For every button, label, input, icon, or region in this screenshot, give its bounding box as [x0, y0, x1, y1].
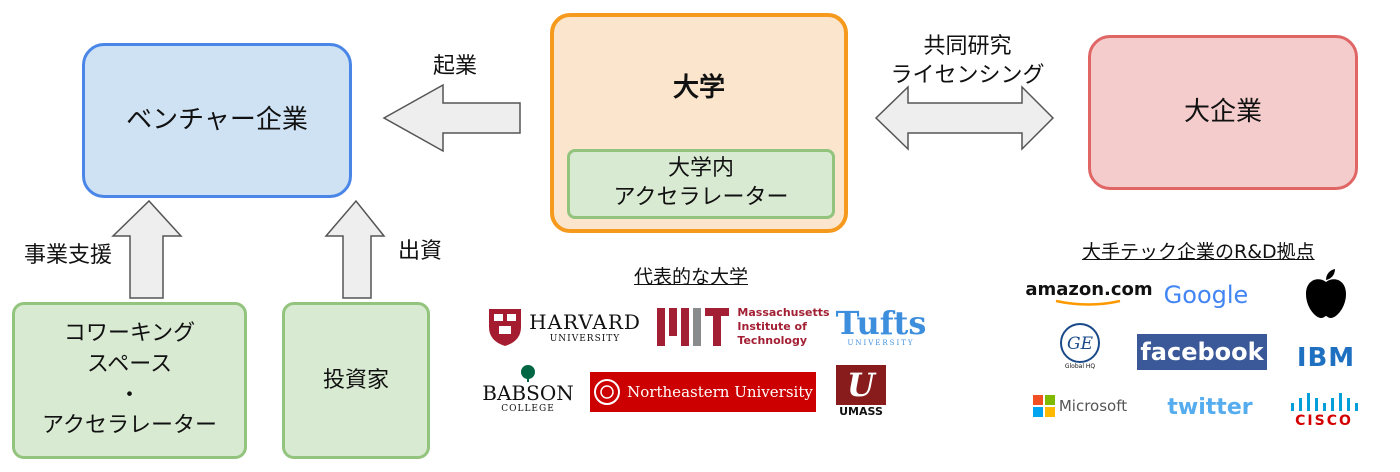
twitter-name: twitter — [1167, 394, 1253, 420]
edge-label-investment: 出資 — [398, 239, 443, 264]
coworking-label-1: コワーキング — [63, 320, 196, 346]
facebook-logo: facebook — [1137, 334, 1267, 370]
edge-label-joint: 共同研究 ライセンシング — [880, 33, 1055, 90]
facebook-name: facebook — [1140, 338, 1264, 366]
harvard-logo: HARVARD UNIVERSITY — [478, 306, 650, 348]
big-company-label: 大企業 — [1183, 96, 1262, 127]
universities-heading: 代表的な大学 — [634, 266, 749, 288]
microsoft-logo: Microsoft — [1030, 392, 1130, 420]
ibm-name: IBM — [1296, 343, 1356, 373]
mit-mark-icon — [657, 308, 730, 346]
umass-mark-icon: U — [836, 364, 886, 405]
harvard-shield-icon — [489, 309, 522, 346]
mit-line-1: Massachusetts — [737, 306, 830, 320]
babson-logo: BABSON COLLEGE — [478, 360, 578, 418]
edge-label-joint-2: ライセンシング — [890, 62, 1045, 88]
babson-name: BABSON — [482, 381, 574, 405]
mit-line-2: Institute of — [737, 320, 807, 334]
university-label: 大学 — [672, 73, 725, 103]
amazon-smile-icon — [1055, 299, 1121, 306]
accelerator-label-2: アクセラレーター — [613, 185, 789, 210]
ge-logo: GE Global HQ — [1055, 320, 1105, 372]
arrow-joint-research — [874, 85, 1055, 151]
coworking-label-2: スペース — [86, 351, 173, 377]
harvard-sub: UNIVERSITY — [549, 334, 621, 344]
tufts-sub: UNIVERSITY — [847, 339, 915, 347]
mit-logo: Massachusetts Institute of Technology — [656, 306, 831, 348]
google-name: Google — [1163, 281, 1249, 309]
accelerator-label-1: 大学内 — [667, 156, 734, 182]
ibm-logo: IBM — [1293, 342, 1359, 374]
investor-node: 投資家 — [282, 302, 430, 459]
apple-logo — [1300, 266, 1352, 322]
northeastern-logo: Northeastern University — [590, 372, 816, 412]
cisco-logo: CISCO — [1288, 390, 1360, 432]
umass-logo: U UMASS — [833, 362, 889, 420]
edge-label-business-support: 事業支援 — [24, 243, 113, 268]
microsoft-grid-icon — [1032, 395, 1055, 417]
babson-tree-icon — [521, 365, 535, 382]
twitter-logo: twitter — [1163, 392, 1257, 422]
arrow-investment — [324, 199, 386, 299]
edge-label-joint-1: 共同研究 — [923, 34, 1012, 59]
babson-sub: COLLEGE — [501, 404, 555, 414]
svg-text:GE: GE — [1067, 334, 1094, 354]
arrow-startup — [382, 83, 521, 153]
google-logo: Google — [1160, 278, 1252, 312]
investor-label: 投資家 — [322, 367, 389, 393]
tufts-logo: Tufts UNIVERSITY — [835, 306, 927, 348]
northeastern-name: Northeastern University — [627, 383, 813, 401]
cisco-name: CISCO — [1295, 413, 1353, 429]
amazon-logo: amazon.com — [1025, 278, 1153, 310]
harvard-name: HARVARD — [529, 310, 641, 334]
big-company-node: 大企業 — [1088, 35, 1358, 190]
venture-node: ベンチャー企業 — [82, 43, 352, 198]
coworking-label-4: アクセラレーター — [42, 413, 217, 439]
coworking-node: コワーキング スペース ・ アクセラレーター — [12, 302, 247, 459]
microsoft-name: Microsoft — [1058, 397, 1128, 415]
venture-label: ベンチャー企業 — [126, 104, 308, 135]
cisco-bars-icon — [1291, 393, 1358, 411]
ge-sub: Global HQ — [1064, 362, 1096, 370]
apple-icon — [1306, 269, 1346, 318]
tufts-name: Tufts — [835, 304, 927, 342]
coworking-label-3: ・ — [118, 382, 141, 408]
ge-monogram-icon: GE — [1060, 322, 1100, 363]
accelerator-node: 大学内 アクセラレーター — [567, 149, 835, 219]
amazon-name: amazon.com — [1025, 279, 1153, 300]
umass-name: UMASS — [839, 404, 883, 418]
mit-line-3: Technology — [737, 333, 808, 347]
edge-label-startup: 起業 — [433, 54, 478, 79]
tech-heading: 大手テック企業のR&D拠点 — [1082, 241, 1315, 263]
arrow-business-support — [111, 199, 183, 299]
northeastern-seal-icon — [594, 379, 621, 405]
